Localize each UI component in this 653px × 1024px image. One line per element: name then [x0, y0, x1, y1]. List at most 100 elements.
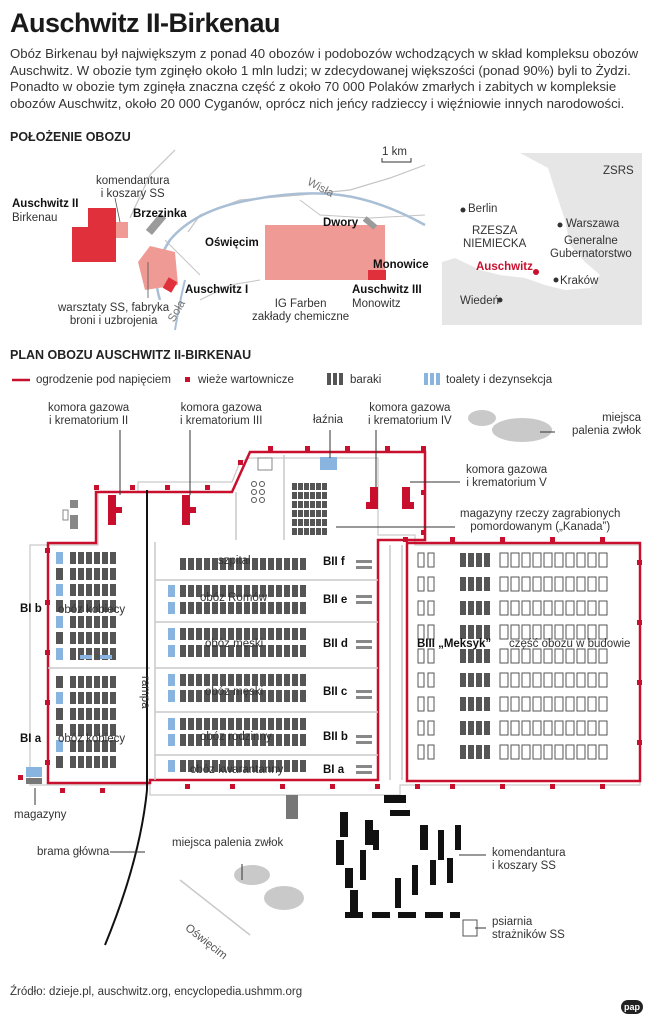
watchtower	[500, 537, 505, 542]
barrack	[56, 600, 63, 612]
birkenau-area	[72, 208, 116, 262]
barrack	[102, 756, 108, 768]
barrack-outline	[521, 672, 531, 688]
inset-map	[442, 153, 642, 325]
barrack	[220, 760, 226, 772]
watchtower	[550, 537, 555, 542]
barrack-outline	[576, 576, 586, 592]
barrack	[476, 577, 482, 591]
barrack	[188, 760, 194, 772]
barrack	[94, 756, 100, 768]
barrack	[476, 673, 482, 687]
barrack	[236, 602, 242, 614]
barrack-outline	[510, 744, 520, 760]
barrack	[56, 616, 63, 628]
barrack-outline	[543, 648, 553, 664]
barrack-outline	[576, 744, 586, 760]
ss-barrack	[395, 878, 401, 908]
kanada-barrack	[298, 492, 303, 499]
barrack	[244, 558, 250, 570]
barrack-outline	[576, 720, 586, 736]
barrack	[268, 760, 274, 772]
barrack	[204, 602, 210, 614]
barrack-outline	[598, 648, 608, 664]
watchtower	[421, 446, 426, 451]
barrack	[188, 718, 194, 730]
barrack	[78, 632, 84, 644]
label-oswiecim: Oświęcim	[205, 237, 259, 249]
barrack	[236, 674, 242, 686]
barrack	[476, 697, 482, 711]
kanada-barrack	[304, 483, 309, 490]
label-bii-c: BII c	[323, 686, 348, 698]
barrack	[110, 568, 116, 580]
barrack-outline	[554, 696, 564, 712]
barrack	[300, 734, 306, 746]
service-block	[356, 771, 372, 774]
barrack	[268, 602, 274, 614]
barrack	[260, 718, 266, 730]
barrack	[196, 734, 202, 746]
watchtower	[45, 760, 50, 765]
barrack-outline	[587, 744, 597, 760]
barrack	[70, 568, 76, 580]
barrack	[300, 585, 306, 597]
barrack	[212, 602, 218, 614]
barrack-outline	[510, 672, 520, 688]
label-burn2: miejsca palenia zwłok	[172, 837, 284, 849]
barrack	[468, 625, 474, 639]
barrack	[70, 692, 76, 704]
label-oboz-meski-c: obóz męski	[205, 686, 264, 698]
barrack	[276, 718, 282, 730]
barrack	[168, 645, 175, 657]
kanada-barrack	[292, 510, 297, 517]
intro-text: Obóz Birkenau był największym z ponad 40…	[10, 46, 639, 111]
label-magazyny: magazyny	[14, 809, 67, 821]
barrack	[268, 674, 274, 686]
barrack-outline	[543, 552, 553, 568]
barrack	[86, 740, 92, 752]
barrack	[236, 718, 242, 730]
barrack	[102, 600, 108, 612]
watchtower	[403, 537, 408, 542]
barrack	[110, 632, 116, 644]
barrack	[180, 734, 186, 746]
barrack-outline	[417, 552, 425, 568]
ss-barrack	[447, 858, 453, 883]
barrack-outline	[427, 720, 435, 736]
watchtower	[268, 446, 273, 451]
barrack-outline	[554, 648, 564, 664]
barrack	[86, 584, 92, 596]
barrack	[204, 585, 210, 597]
barrack	[56, 692, 63, 704]
barrack	[102, 740, 108, 752]
watchtower	[130, 485, 135, 490]
barrack-outline	[565, 744, 575, 760]
label-birkenau-title: Auschwitz II	[12, 198, 79, 210]
label-auschwitz1: Auschwitz I	[185, 284, 249, 296]
barrack	[180, 558, 186, 570]
ss-barrack	[384, 795, 406, 803]
service-block	[356, 601, 372, 604]
barrack	[204, 718, 210, 730]
barrack	[244, 718, 250, 730]
monowitz-area	[368, 270, 386, 280]
barrack	[212, 674, 218, 686]
barrack	[220, 558, 226, 570]
barrack-outline	[587, 552, 597, 568]
barrack-outline	[565, 648, 575, 664]
barrack-outline	[427, 696, 435, 712]
barrack	[228, 602, 234, 614]
barrack	[268, 585, 274, 597]
watchtower	[450, 784, 455, 789]
barrack	[292, 718, 298, 730]
barrack-outline	[417, 744, 425, 760]
label-oboz-romow: obóz Romów	[200, 592, 268, 604]
barrack	[110, 724, 116, 736]
barrack-outline	[499, 672, 509, 688]
